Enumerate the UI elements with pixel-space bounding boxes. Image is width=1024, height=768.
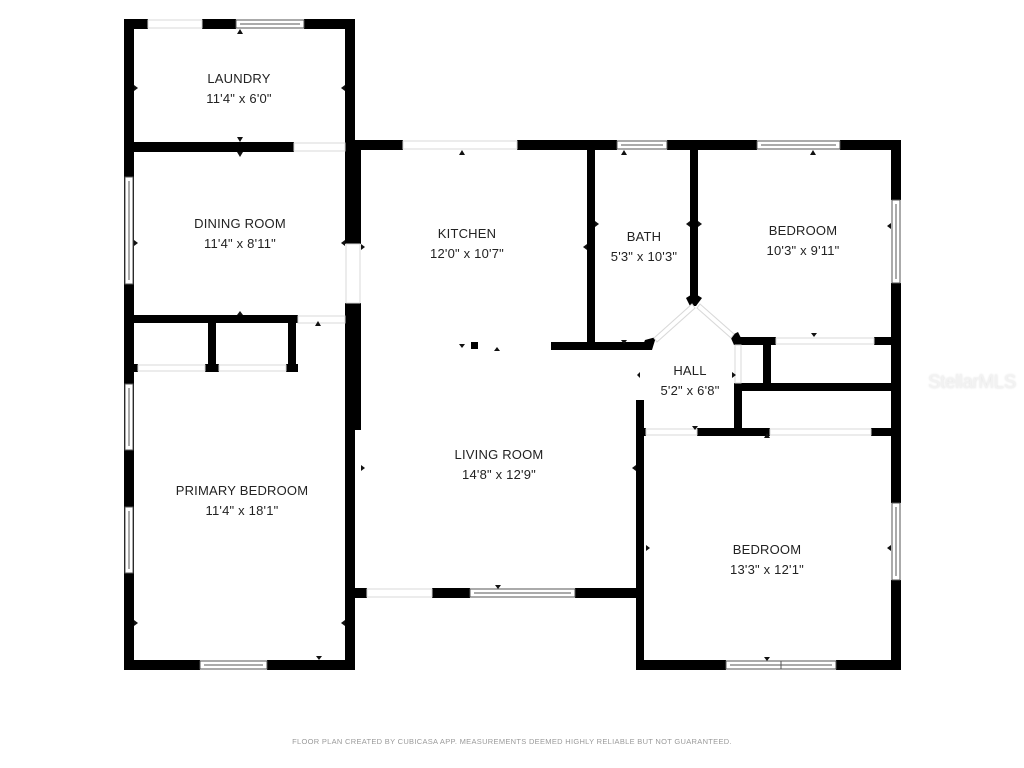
room-bedroom-2: BEDROOM 10'3" x 9'11" [767,221,840,261]
room-kitchen: KITCHEN 12'0" x 10'7" [430,224,504,264]
room-name: LIVING ROOM [454,447,544,462]
room-bedroom-3: BEDROOM 13'3" x 12'1" [730,540,804,580]
room-dimensions: 10'3" x 9'11" [766,243,840,258]
room-dimensions: 5'2" x 6'8" [660,383,720,398]
room-dimensions: 12'0" x 10'7" [430,246,504,261]
room-name: DINING ROOM [194,216,286,231]
room-dimensions: 11'4" x 18'1" [205,503,279,518]
room-dining-room: DINING ROOM 11'4" x 8'11" [194,214,286,254]
room-primary-bedroom: PRIMARY BEDROOM 11'4" x 18'1" [176,481,309,521]
room-name: LAUNDRY [207,71,271,86]
room-name: BATH [626,229,662,244]
footer-disclaimer: FLOOR PLAN CREATED BY CUBICASA APP. MEAS… [292,737,732,746]
room-name: BEDROOM [768,223,838,238]
room-hall: HALL 5'2" x 6'8" [660,361,719,401]
room-dimensions: 14'8" x 12'9" [462,467,536,482]
room-dimensions: 11'4" x 8'11" [204,236,276,251]
room-name: BEDROOM [732,542,802,557]
room-living-room: LIVING ROOM 14'8" x 12'9" [455,445,544,485]
door-openings [137,19,875,598]
measurement-markers [134,29,891,661]
room-name: PRIMARY BEDROOM [175,483,309,498]
room-name: HALL [673,363,707,378]
room-dimensions: 11'4" x 6'0" [206,91,272,106]
room-bath: BATH 5'3" x 10'3" [611,227,677,267]
walls [124,19,901,670]
stellarmls-watermark: StellarMLS [928,372,1016,393]
windows [124,19,901,670]
room-dimensions: 13'3" x 12'1" [730,562,804,577]
room-name: KITCHEN [437,226,497,241]
room-dimensions: 5'3" x 10'3" [610,249,678,264]
room-laundry: LAUNDRY 11'4" x 6'0" [206,69,272,109]
